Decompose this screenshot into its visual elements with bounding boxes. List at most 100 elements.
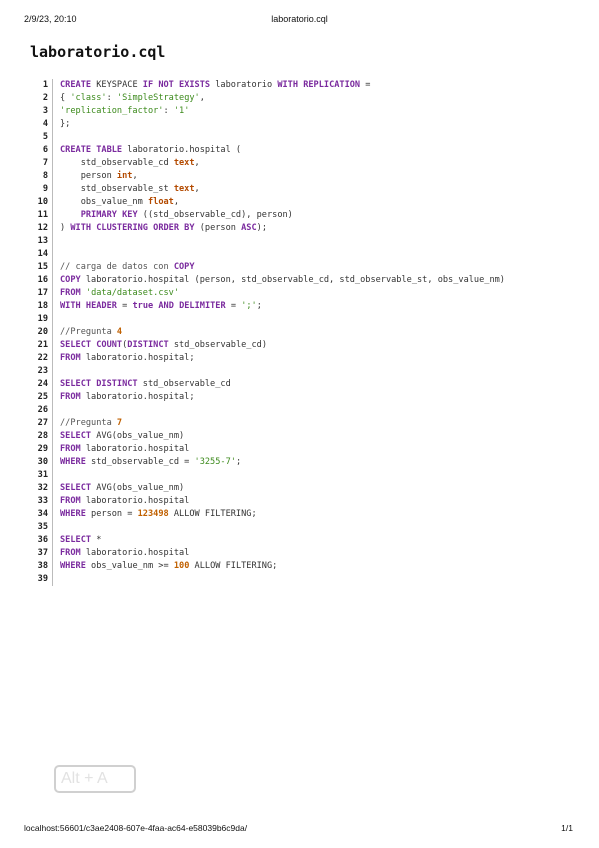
code-token: true: [132, 301, 154, 311]
line-number: 13: [30, 235, 53, 248]
line-number: 11: [30, 209, 53, 222]
code-line: 8 person int,: [30, 170, 575, 183]
code-token: COUNT: [96, 340, 123, 350]
code-token: 'class': [70, 93, 107, 103]
line-number: 30: [30, 456, 53, 469]
code-text: obs_value_nm float,: [53, 196, 179, 209]
code-token: (person: [194, 223, 242, 233]
code-token: laboratorio: [210, 80, 278, 90]
code-token: std_observable_st: [60, 184, 174, 194]
code-token: float: [147, 197, 174, 207]
code-token: obs_value_nm >=: [85, 561, 174, 571]
code-line: 19: [30, 313, 575, 326]
code-token: SELECT: [60, 535, 92, 545]
line-number: 18: [30, 300, 53, 313]
code-token: 'SimpleStrategy': [116, 93, 200, 103]
code-text: PRIMARY KEY ((std_observable_cd), person…: [53, 209, 293, 222]
line-number: 37: [30, 547, 53, 560]
code-token: ,: [194, 184, 200, 194]
code-token: [60, 210, 81, 220]
code-text: std_observable_st text,: [53, 183, 200, 196]
code-token: };: [60, 119, 71, 129]
code-text: // carga de datos con COPY: [53, 261, 195, 274]
code-text: WHERE std_observable_cd = '3255-7';: [53, 456, 241, 469]
code-line: 9 std_observable_st text,: [30, 183, 575, 196]
line-number: 3: [30, 105, 53, 118]
code-token: laboratorio.hospital: [80, 444, 190, 454]
code-text: [53, 313, 60, 326]
line-number: 33: [30, 495, 53, 508]
code-token: );: [256, 223, 268, 233]
code-text: [53, 248, 60, 261]
code-text: FROM laboratorio.hospital: [53, 495, 189, 508]
code-token: *: [91, 535, 102, 545]
code-token: AND: [158, 301, 174, 311]
code-line: 23: [30, 365, 575, 378]
code-text: SELECT *: [53, 534, 101, 547]
code-line: 27//Pregunta 7: [30, 417, 575, 430]
code-line: 26: [30, 404, 575, 417]
code-token: WITH CLUSTERING ORDER BY: [70, 223, 195, 233]
code-line: 2{ 'class': 'SimpleStrategy',: [30, 92, 575, 105]
code-line: 15// carga de datos con COPY: [30, 261, 575, 274]
print-doc-name: laboratorio.cql: [271, 14, 328, 24]
code-token: IF NOT EXISTS: [142, 80, 211, 90]
code-token: FROM: [60, 392, 81, 402]
code-line: 4};: [30, 118, 575, 131]
line-number: 17: [30, 287, 53, 300]
code-token: std_observable_cd =: [85, 457, 195, 467]
code-text: WHERE person = 123498 ALLOW FILTERING;: [53, 508, 257, 521]
code-text: SELECT AVG(obs_value_nm): [53, 482, 184, 495]
line-number: 20: [30, 326, 53, 339]
line-number: 32: [30, 482, 53, 495]
line-number: 31: [30, 469, 53, 482]
code-token: {: [60, 93, 71, 103]
code-token: SELECT: [60, 483, 92, 493]
code-token: FROM: [60, 288, 81, 298]
code-text: //Pregunta 7: [53, 417, 122, 430]
code-token: std_observable_cd): [168, 340, 268, 350]
code-text: COPY laboratorio.hospital (person, std_o…: [53, 274, 505, 287]
code-line: 35: [30, 521, 575, 534]
line-number: 25: [30, 391, 53, 404]
code-text: CREATE TABLE laboratorio.hospital (: [53, 144, 241, 157]
line-number: 21: [30, 339, 53, 352]
code-text: SELECT AVG(obs_value_nm): [53, 430, 184, 443]
line-number: 9: [30, 183, 53, 196]
code-token: SELECT: [60, 340, 92, 350]
code-token: //Pregunta: [60, 418, 117, 428]
code-token: SELECT DISTINCT: [60, 379, 138, 389]
code-token: 7: [116, 418, 123, 428]
code-token: DELIMITER: [179, 301, 226, 311]
code-token: ;: [256, 301, 262, 311]
code-text: ) WITH CLUSTERING ORDER BY (person ASC);: [53, 222, 267, 235]
line-number: 4: [30, 118, 53, 131]
line-number: 24: [30, 378, 53, 391]
code-token: laboratorio.hospital: [80, 496, 190, 506]
code-line: 11 PRIMARY KEY ((std_observable_cd), per…: [30, 209, 575, 222]
code-text: FROM laboratorio.hospital: [53, 547, 189, 560]
line-number: 29: [30, 443, 53, 456]
line-number: 10: [30, 196, 53, 209]
code-token: 123498: [137, 509, 169, 519]
code-token: ((std_observable_cd), person): [137, 210, 293, 220]
code-token: ALLOW FILTERING;: [189, 561, 278, 571]
code-text: CREATE KEYSPACE IF NOT EXISTS laboratori…: [53, 79, 370, 92]
code-token: CREATE: [60, 80, 92, 90]
code-token: std_observable_cd: [137, 379, 231, 389]
code-line: 24 SELECT DISTINCT std_observable_cd: [30, 378, 575, 391]
code-line: 14: [30, 248, 575, 261]
code-token: PRIMARY KEY: [80, 210, 138, 220]
code-token: =: [225, 301, 242, 311]
code-text: [53, 521, 60, 534]
